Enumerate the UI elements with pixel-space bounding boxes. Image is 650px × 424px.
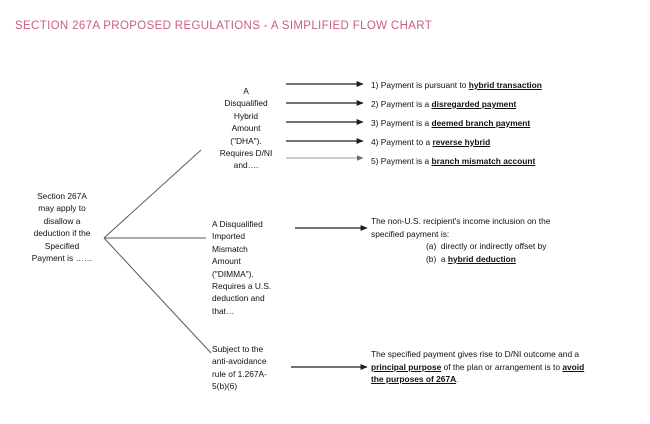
page-title: SECTION 267A PROPOSED REGULATIONS - A SI… [15,20,433,32]
outcome-number: 4) [371,136,379,147]
outcome-emphasis: disregarded payment [431,98,517,109]
node-anti-avoidance-line-1: anti-avoidance [212,356,267,367]
node-dha-line-3: Amount [231,123,261,134]
node-dimma-line-6: deduction and [212,293,265,304]
node-dimma-line-4: ("DIMMA"). [212,268,254,279]
connector-root-to-dha [103,149,202,239]
node-dha: A Disqualified Hybrid Amount ("DHA"). Re… [206,85,286,172]
item-b-lead: a [440,253,448,264]
item-a-label: (a) [426,241,437,252]
node-dha-line-6: and…. [233,160,259,171]
list-item: 3) Payment is a deemed branch payment [371,114,641,133]
node-dha-line-5: Requires D/NI [219,148,273,159]
list-item: 5) Payment is a branch mismatch account [371,152,641,171]
anti-avoidance-mid: of the plan or arrangement is to [441,361,563,372]
anti-avoidance-emphasis-3: the purposes of 267A [371,374,457,385]
list-item: 2) Payment is a disregarded payment [371,95,641,114]
outcome-number: 1) [371,80,379,90]
outcome-text: Payment is pursuant to [380,80,469,90]
node-anti-avoidance-line-0: Subject to the [212,344,264,354]
node-root-line-5: Payment is …… [31,253,93,264]
dimma-outcome-line-2: specified payment is: [371,228,450,239]
anti-avoidance-line-3: the purposes of 267A. [371,373,621,386]
connector-root-to-anti-avoidance [103,237,212,354]
outcome-emphasis: hybrid transaction [468,80,542,90]
anti-avoidance-line-2: principal purpose of the plan or arrange… [371,361,621,374]
outcome-emphasis: deemed branch payment [431,117,531,128]
anti-avoidance-tail: . [456,374,459,385]
anti-avoidance-outcome-block: The specified payment gives rise to D/NI… [371,348,621,386]
dimma-outcome-item-a: (a) directly or indirectly offset by [371,240,636,253]
outcome-text: Payment to a [380,136,433,147]
list-item: 4) Payment to a reverse hybrid [371,133,641,152]
outcome-emphasis: reverse hybrid [432,136,491,147]
dimma-outcome-line-1: The non-U.S. recipient's income inclusio… [371,216,551,226]
anti-avoidance-emphasis-1: principal purpose [371,361,442,372]
node-root-line-0: Section 267A [37,191,87,201]
node-root-line-3: deduction if the [33,228,91,239]
node-dha-line-1: Disqualified [224,98,268,109]
outcome-text: Payment is a [380,117,432,128]
item-b-label: (b) [426,253,437,264]
item-a-text: directly or indirectly offset by [440,241,547,252]
node-dha-line-2: Hybrid [233,110,259,121]
list-item: 1) Payment is pursuant to hybrid transac… [371,76,641,95]
node-dimma-line-2: Mismatch [212,243,248,254]
node-dha-line-4: ("DHA"). [230,135,262,146]
node-dimma-line-1: Imported [212,231,246,242]
dimma-outcome-item-b: (b) a hybrid deduction [371,253,636,266]
dimma-outcome-block: The non-U.S. recipient's income inclusio… [371,215,636,265]
node-anti-avoidance-line-2: rule of 1.267A- [212,368,267,379]
anti-avoidance-emphasis-2: avoid [562,361,585,372]
dha-outcomes-list: 1) Payment is pursuant to hybrid transac… [371,76,641,171]
outcome-text: Payment is a [380,155,432,166]
anti-avoidance-line-1: The specified payment gives rise to D/NI… [371,349,580,359]
node-dimma-line-5: Requires a U.S. [212,281,272,292]
node-dimma: A Disqualified Imported Mismatch Amount … [212,218,298,317]
item-b-emphasis: hybrid deduction [447,253,516,264]
outcome-number: 5) [371,155,379,166]
node-dimma-line-7: that… [212,305,235,316]
outcome-number: 3) [371,117,379,128]
node-root-line-4: Specified [44,240,80,251]
outcome-emphasis: branch mismatch account [431,155,536,166]
node-root-line-2: disallow a [43,215,81,226]
node-root: Section 267A may apply to disallow a ded… [18,190,106,264]
outcome-text: Payment is a [380,98,432,109]
node-dimma-line-0: A Disqualified [212,219,263,229]
node-dimma-line-3: Amount [212,256,241,267]
node-anti-avoidance: Subject to the anti-avoidance rule of 1.… [212,343,298,393]
node-dha-line-0: A [243,86,249,96]
node-anti-avoidance-line-3: 5(b)(6) [212,381,238,392]
outcome-number: 2) [371,98,379,109]
node-root-line-1: may apply to [38,203,86,214]
